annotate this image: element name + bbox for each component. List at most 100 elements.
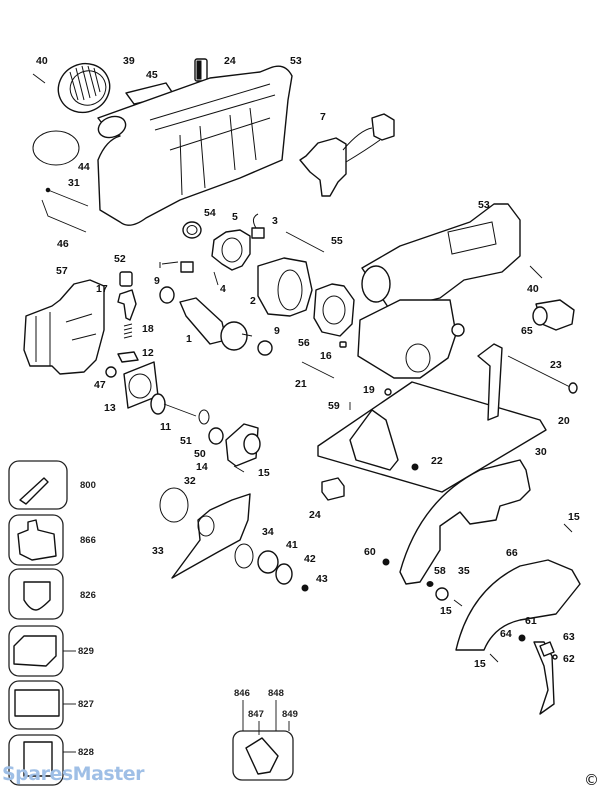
label-46: 46 (57, 238, 69, 250)
watermark: SparesMaster (2, 763, 145, 785)
label-12: 12 (142, 347, 154, 359)
kit-label-849: 849 (282, 709, 298, 720)
label-66: 66 (506, 547, 518, 559)
label-40b: 40 (527, 283, 539, 295)
label-64: 64 (500, 628, 512, 640)
label-24: 24 (224, 55, 236, 67)
label-22: 22 (431, 455, 443, 467)
label-15c: 15 (440, 605, 452, 617)
label-11: 11 (160, 421, 171, 433)
label-23: 23 (550, 359, 562, 371)
label-63: 63 (563, 631, 575, 643)
part-43-nut (301, 584, 309, 592)
part-12-plate (117, 351, 139, 363)
label-39: 39 (123, 55, 135, 67)
accessory-label-826: 826 (80, 590, 96, 601)
part-18-spring (123, 323, 133, 339)
part-40-screw-b (529, 265, 543, 279)
kit-label-848: 848 (268, 688, 284, 699)
accessory-label-829: 829 (78, 646, 94, 657)
part-39-fan-cover (57, 62, 111, 114)
part-62-screw (552, 654, 558, 660)
part-9-bearing-b (257, 340, 273, 356)
part-53-housing-left (97, 65, 293, 226)
part-65-dust-port (532, 299, 575, 331)
label-9b: 9 (274, 325, 280, 337)
part-31-pin (45, 187, 89, 207)
part-40-screw (32, 73, 46, 84)
accessory-828: 828 SparesMaster (2, 734, 146, 786)
part-14-bearing-housing (225, 423, 261, 467)
label-20: 20 (558, 415, 570, 427)
accessory-label-866: 866 (80, 535, 96, 546)
part-47-bearing (105, 366, 117, 378)
part-34-o-ring (234, 543, 254, 569)
label-47: 47 (94, 379, 106, 391)
label-2: 2 (250, 295, 256, 307)
label-21: 21 (295, 378, 307, 390)
label-55: 55 (331, 235, 343, 247)
label-54: 54 (204, 207, 216, 219)
label-14: 14 (196, 461, 208, 473)
label-59: 59 (328, 400, 340, 412)
part-53-housing-right (357, 203, 521, 379)
part-24-bumper (321, 477, 345, 501)
part-15-screw-b (453, 599, 463, 607)
part-3-carbon-brush (251, 213, 265, 239)
label-52: 52 (114, 253, 126, 265)
kit-846-849: 846 847 848 849 (232, 688, 298, 781)
label-9a: 9 (154, 275, 160, 287)
part-66-blade-guard (455, 559, 581, 651)
part-9-bearing-a (159, 286, 175, 304)
accessory-label-827: 827 (78, 699, 94, 710)
label-19: 19 (363, 384, 375, 396)
part-60-nut (382, 558, 390, 566)
label-13: 13 (104, 402, 116, 414)
label-4: 4 (220, 283, 226, 295)
label-40: 40 (36, 55, 48, 67)
label-15a: 15 (258, 467, 270, 479)
accessory-800: 800 (8, 460, 96, 510)
charger-base-icon (13, 635, 57, 667)
label-58: 58 (434, 565, 446, 577)
label-7: 7 (320, 111, 326, 123)
part-20-base-plate (317, 343, 547, 493)
part-33-lower-guard (171, 493, 251, 579)
part-17-spindle-lock (117, 289, 137, 321)
part-labels: 40 39 45 24 53 44 31 46 7 54 5 3 53 55 5… (36, 55, 580, 670)
part-55-long-screw (285, 231, 325, 253)
charger-plug-icon (23, 581, 51, 611)
label-18: 18 (142, 323, 154, 335)
label-53: 53 (290, 55, 302, 67)
label-56: 56 (298, 337, 310, 349)
part-30-upper-guard (399, 459, 531, 585)
kit-label-847: 847 (248, 709, 264, 720)
part-57-gear-housing (23, 279, 105, 375)
label-16: 16 (320, 350, 332, 362)
part-16-pin (339, 341, 347, 348)
label-65: 65 (521, 325, 533, 337)
bag-icon (245, 737, 279, 775)
label-15d: 15 (474, 658, 486, 670)
part-46-hex-key (41, 199, 87, 233)
label-41: 41 (286, 539, 298, 551)
part-35-bushing (435, 587, 449, 601)
label-30: 30 (535, 446, 547, 458)
part-64-nut (518, 634, 526, 642)
kit-label-846: 846 (234, 688, 250, 699)
label-24b: 24 (309, 509, 321, 521)
part-44-gasket (32, 130, 80, 166)
label-1: 1 (186, 333, 192, 345)
label-plate-icon (14, 689, 60, 717)
part-23-long-bolt (507, 355, 578, 394)
label-35: 35 (458, 565, 470, 577)
part-15-screw-a (233, 465, 245, 473)
label-3: 3 (272, 215, 278, 227)
label-15b: 15 (568, 511, 580, 523)
part-15-screw-d (489, 653, 499, 663)
part-11-spindle-gear (150, 393, 197, 417)
manual-icon (23, 741, 53, 777)
accessory-826: 826 (8, 568, 96, 620)
label-62: 62 (563, 653, 575, 665)
accessory-866: 866 (8, 514, 96, 566)
